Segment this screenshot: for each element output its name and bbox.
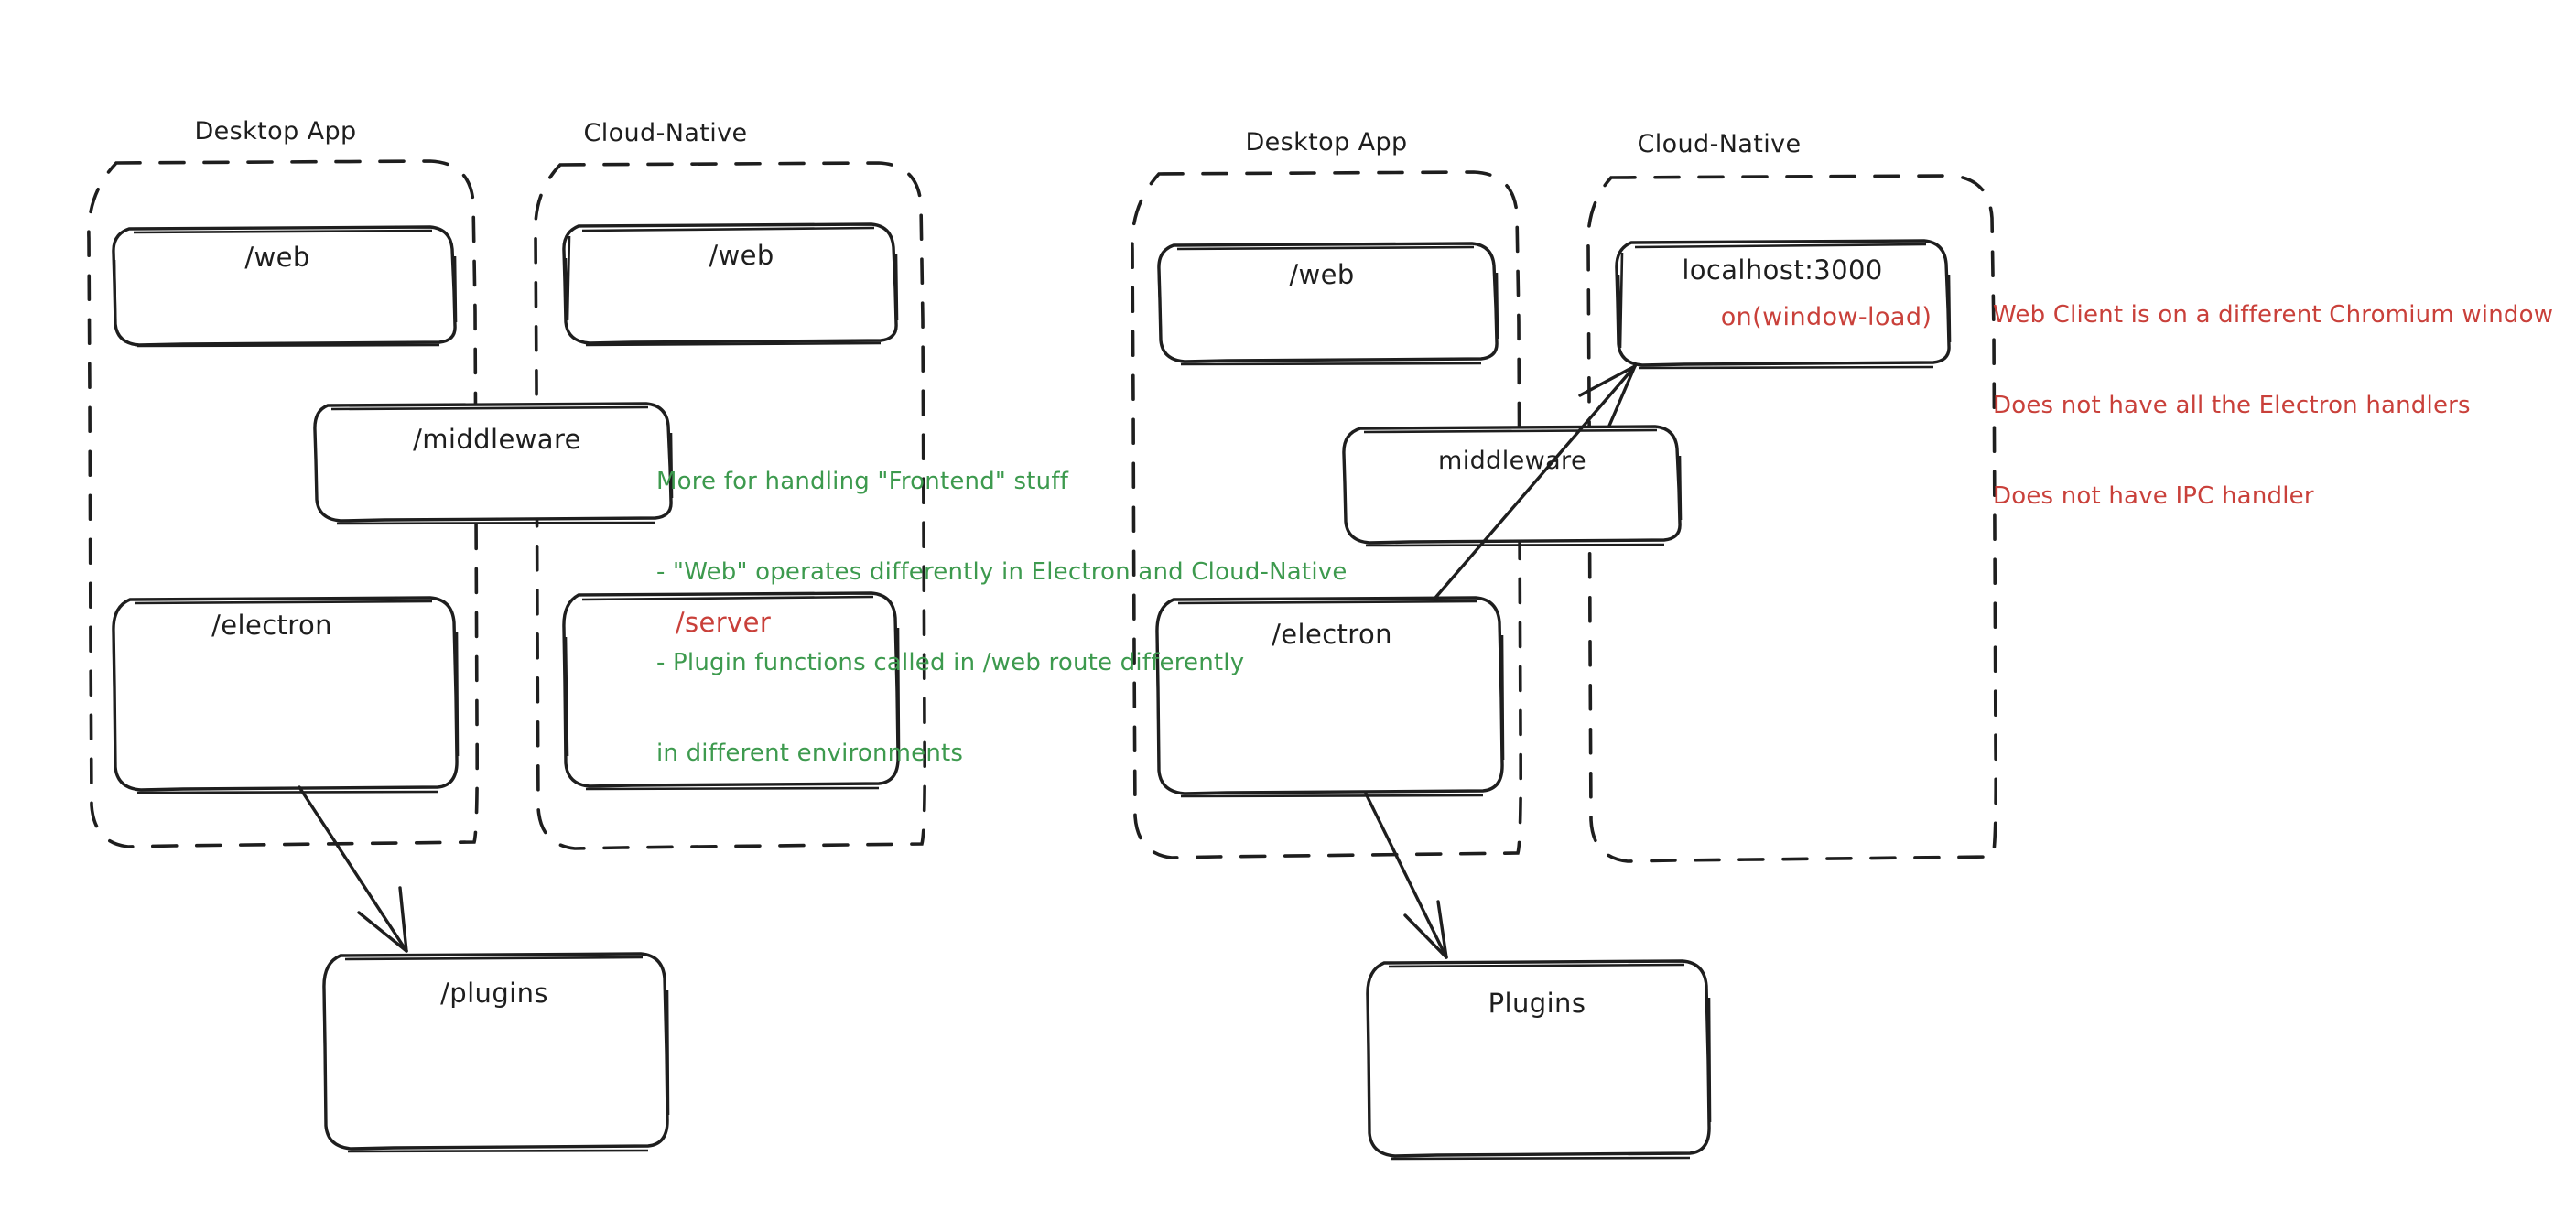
- left-plugins-label: /plugins: [440, 978, 548, 1009]
- left-cloud-native-title: Cloud-Native: [583, 119, 748, 147]
- frontend-note-line-1: More for handling "Frontend" stuff: [656, 468, 1069, 495]
- left-desktop-web-label: /web: [244, 242, 310, 273]
- frontend-note-line-2: - "Web" operates differently in Electron…: [656, 558, 1348, 586]
- right-cloud-native-title: Cloud-Native: [1637, 130, 1802, 158]
- frontend-note: More for handling "Frontend" stuff - "We…: [656, 406, 1348, 829]
- right-middleware-box: [1342, 425, 1683, 547]
- web-client-note-line-2: Does not have all the Electron handlers: [1993, 392, 2471, 419]
- left-middleware-label: /middleware: [413, 424, 581, 455]
- web-client-note-line-1: Web Client is on a different Chromium wi…: [1993, 301, 2554, 329]
- right-electron-to-plugins-arrow: [1364, 792, 1448, 959]
- left-middleware-box: [313, 402, 674, 525]
- right-middleware-label: middleware: [1438, 447, 1586, 475]
- right-electron-to-localhost-arrow: [1434, 364, 1637, 600]
- left-desktop-app-title: Desktop App: [194, 117, 357, 146]
- right-onwindowload-label: on(window-load): [1720, 303, 1932, 331]
- frontend-note-line-3: - Plugin functions called in /web route …: [656, 649, 1245, 676]
- web-client-note-line-3: Does not have IPC handler: [1993, 482, 2314, 510]
- frontend-note-line-4: in different environments: [656, 740, 964, 767]
- right-localhost-label: localhost:3000: [1682, 254, 1883, 286]
- right-desktop-web-label: /web: [1289, 259, 1355, 290]
- right-electron-label: /electron: [1272, 619, 1392, 650]
- left-server-label: /server: [675, 607, 772, 638]
- left-cloud-web-label: /web: [709, 240, 774, 271]
- web-client-note: Web Client is on a different Chromium wi…: [1993, 240, 2553, 572]
- right-desktop-app-title: Desktop App: [1245, 128, 1408, 157]
- left-electron-to-plugins-arrow: [298, 785, 408, 953]
- left-electron-label: /electron: [211, 610, 332, 641]
- right-plugins-label: Plugins: [1488, 988, 1586, 1019]
